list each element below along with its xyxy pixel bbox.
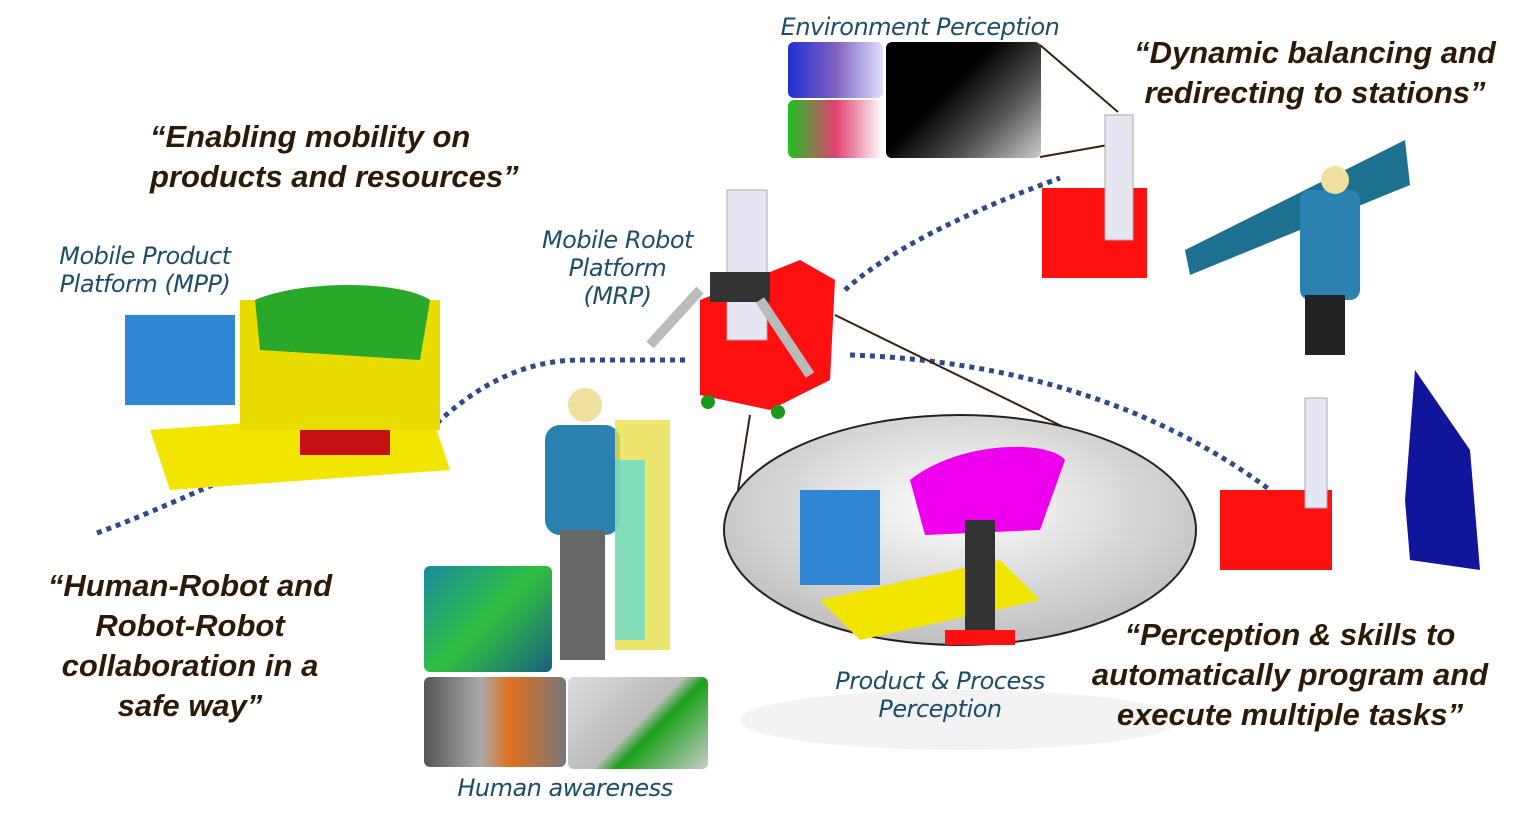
quote-perception: “Perception & skills to automatically pr… <box>1091 617 1489 732</box>
product-process-image <box>800 446 1065 645</box>
mobile-robot-platform-image <box>646 189 835 419</box>
human-worker-image <box>545 388 670 660</box>
human-awareness-voxels <box>424 566 552 672</box>
label-human-awareness: Human awareness <box>457 774 673 802</box>
quote-collaboration: “Human-Robot and Robot-Robot collaborati… <box>47 568 333 723</box>
human-awareness-model <box>568 677 708 769</box>
environment-photo-2 <box>788 100 883 158</box>
environment-photo-1 <box>788 42 883 98</box>
connector-lines <box>737 44 1119 491</box>
environment-pointcloud <box>886 42 1041 158</box>
label-product-process-perception: Product & Process Perception <box>835 667 1045 723</box>
quote-mobility: “Enabling mobility on products and resou… <box>150 119 519 194</box>
human-awareness-photo <box>424 677 566 767</box>
mobile-product-platform-image <box>125 285 450 490</box>
label-mrp: Mobile Robot Platform (MRP) <box>541 226 694 310</box>
balancing-station-image <box>1042 114 1410 355</box>
quote-balancing: “Dynamic balancing and redirecting to st… <box>1134 35 1496 110</box>
label-environment-perception: Environment Perception <box>780 13 1060 41</box>
multi-task-station-image <box>1220 370 1480 570</box>
label-mpp: Mobile Product Platform (MPP) <box>59 242 231 298</box>
